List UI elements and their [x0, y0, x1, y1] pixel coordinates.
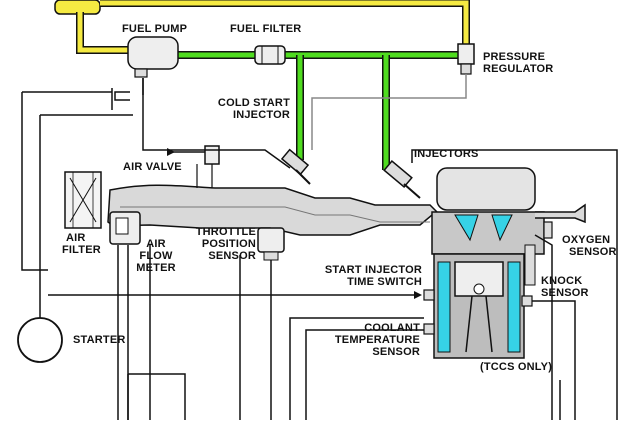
label-start-injector-time-switch-line1: START INJECTOR	[324, 264, 422, 276]
vacuum-line	[311, 74, 467, 150]
oxygen-sensor	[543, 221, 553, 239]
label-air-filter-line2: FILTER	[62, 244, 101, 256]
starter	[17, 317, 63, 363]
air-filter	[64, 171, 102, 229]
wiring	[21, 78, 618, 420]
label-throttle-position-sensor-line1: THROTTLE	[195, 226, 256, 238]
label-coolant-temperature-sensor-line1: COOLANT	[364, 322, 420, 334]
coolant-jacket-left	[437, 261, 451, 353]
label-oxygen-sensor-line2: SENSOR	[569, 246, 617, 258]
label-coolant-temperature-sensor-line3: SENSOR	[372, 346, 420, 358]
label-starter: STARTER	[73, 334, 126, 346]
knock-sensor	[521, 295, 533, 307]
label-coolant-temperature-sensor-line2: TEMPERATURE	[334, 334, 420, 346]
label-start-injector-time-switch-line2: TIME SWITCH	[347, 276, 422, 288]
fuel-pump	[127, 36, 179, 78]
label-air-flow-meter-line2: FLOW	[139, 250, 173, 262]
fuel-filter	[254, 45, 286, 65]
label-air-valve: AIR VALVE	[123, 161, 182, 173]
start-injector-time-switch	[423, 289, 435, 301]
label-tccs-only: (TCCS ONLY)	[480, 361, 553, 373]
label-pressure-regulator-line2: REGULATOR	[483, 63, 554, 75]
fuel-pressure-line	[178, 51, 460, 170]
cold-start-injector	[280, 148, 311, 185]
label-knock-sensor-line2: SENSOR	[541, 287, 589, 299]
fuel-tank	[54, 0, 101, 15]
fuel-return-line	[54, 0, 470, 54]
label-pressure-regulator-line1: PRESSURE	[483, 51, 546, 63]
coolant-jacket-right	[507, 261, 521, 353]
label-throttle-position-sensor-line3: SENSOR	[208, 250, 256, 262]
label-air-filter-line1: AIR	[66, 232, 86, 244]
pressure-regulator	[457, 43, 475, 75]
air-intake-chamber	[436, 167, 536, 211]
label-air-flow-meter-line3: METER	[136, 262, 176, 274]
coolant-temperature-sensor	[423, 323, 435, 335]
label-fuel-filter: FUEL FILTER	[230, 23, 302, 35]
label-throttle-position-sensor-line2: POSITION	[201, 238, 256, 250]
engine	[431, 167, 545, 359]
label-fuel-pump: FUEL PUMP	[122, 23, 188, 35]
label-oxygen-sensor-line1: OXYGEN	[562, 234, 611, 246]
label-cold-start-injector-line2: INJECTOR	[232, 109, 290, 121]
label-knock-sensor-line1: KNOCK	[541, 275, 583, 287]
label-air-flow-meter-line1: AIR	[146, 238, 166, 250]
air-flow-meter	[109, 211, 141, 245]
exhaust-pipe	[535, 203, 586, 224]
label-injectors: INJECTORS	[414, 148, 479, 160]
throttle-position-sensor	[257, 227, 285, 261]
injector	[383, 159, 421, 199]
label-cold-start-injector-line1: COLD START	[217, 97, 290, 109]
